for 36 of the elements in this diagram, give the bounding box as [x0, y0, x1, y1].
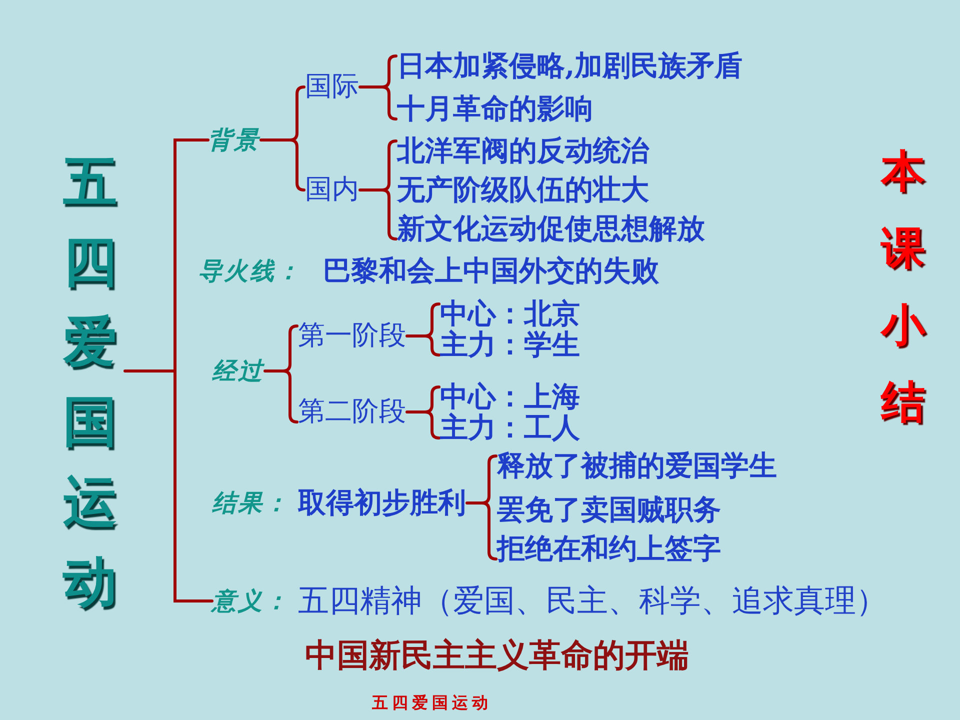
- main-topic: 五四爱国运动: [55, 142, 125, 622]
- point-text: 五四精神（爱国、民主、科学、追求真理）: [298, 583, 887, 619]
- point-text: 巴黎和会上中国外交的失败: [323, 254, 659, 288]
- point-text: 中心：上海: [440, 382, 580, 412]
- subtopic-label: 国内: [305, 173, 359, 207]
- tree-bracket: [124, 138, 214, 602]
- curly-brace: [406, 302, 440, 356]
- footer-text: 五四爱国运动: [372, 693, 492, 713]
- curly-brace: [264, 324, 298, 424]
- point-text: 罢免了卖国贼职务: [497, 493, 721, 527]
- curly-brace: [260, 86, 306, 192]
- curly-brace: [406, 386, 440, 440]
- point-text: 中心：北京: [440, 299, 580, 329]
- point-text: 十月革命的影响: [397, 92, 593, 126]
- subtopic-label: 第一阶段: [298, 319, 406, 353]
- point-text: 新文化运动促使思想解放: [397, 212, 705, 246]
- point-text: 主力：工人: [440, 413, 580, 443]
- curly-brace: [466, 454, 498, 560]
- slide-title: 本课小结: [879, 145, 926, 430]
- point-text: 无产阶级队伍的壮大: [397, 173, 649, 207]
- curly-brace: [358, 140, 398, 240]
- point-text: 拒绝在和约上签字: [497, 532, 721, 566]
- point-text: 取得初步胜利: [298, 486, 466, 520]
- point-text: 北洋军阀的反动统治: [397, 134, 649, 168]
- category-label: 导火线：: [198, 255, 302, 287]
- category-label: 背景: [208, 124, 260, 156]
- category-label: 经过: [212, 355, 264, 387]
- category-label: 结果：: [212, 487, 290, 519]
- category-label: 意义：: [212, 585, 290, 617]
- subtopic-label: 国际: [305, 70, 359, 104]
- point-text: 主力：学生: [440, 330, 580, 360]
- conclusion-text: 中国新民主主义革命的开端: [305, 636, 689, 674]
- point-text: 日本加紧侵略,加剧民族矛盾: [397, 49, 743, 83]
- subtopic-label: 第二阶段: [298, 395, 406, 429]
- point-text: 释放了被捕的爱国学生: [497, 449, 777, 483]
- curly-brace: [358, 54, 398, 120]
